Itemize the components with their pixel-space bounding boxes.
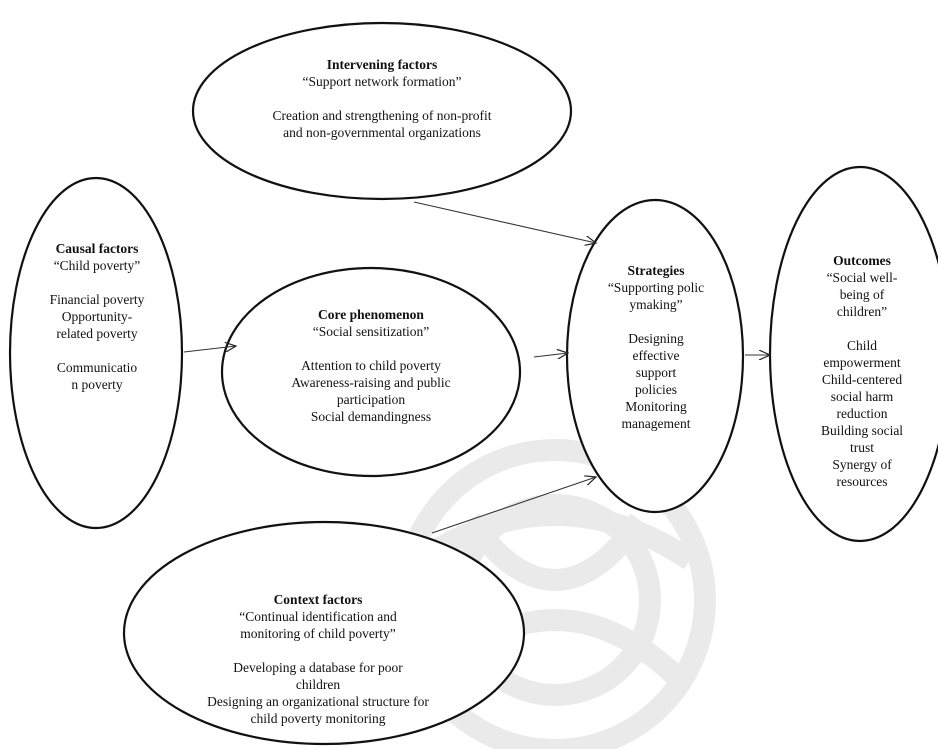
core-title: Core phenomenon (318, 307, 424, 322)
edge-context-strategies (431, 477, 596, 534)
outcomes-item: Building social trust (820, 423, 904, 455)
outcomes-node: Outcomes “Social well-being of children”… (810, 252, 914, 490)
outcomes-title: Outcomes (833, 253, 891, 268)
context-node: Context factors “Continual identificatio… (200, 591, 436, 727)
strategies-item: Designing effective support policies (628, 331, 684, 397)
core-ellipse (220, 266, 522, 478)
context-quote: “Continual identification and monitoring… (239, 609, 397, 641)
outcomes-item: Synergy of resources (832, 457, 892, 489)
edge-intervening-strategies (413, 201, 596, 243)
intervening-node: Intervening factors “Support network for… (262, 56, 502, 141)
core-item: Attention to child poverty (301, 358, 441, 373)
intervening-title: Intervening factors (326, 57, 438, 72)
outcomes-quote: “Social well-being of children” (826, 270, 898, 319)
causal-item: Financial poverty (49, 292, 145, 307)
context-title: Context factors (273, 592, 363, 607)
edge-causal-core (183, 346, 236, 353)
outcomes-item: Child-centered social harm reduction (821, 372, 903, 421)
causal-node: Causal factors “Child poverty” Financial… (44, 240, 150, 393)
causal-item: Opportunity-related poverty (56, 309, 138, 341)
strategies-quote: “Supporting policymaking” (607, 280, 705, 312)
causal-ellipse (8, 176, 184, 530)
intervening-quote: “Support network formation” (302, 74, 462, 89)
edge-core-strategies (533, 353, 568, 357)
context-item: Developing a database for poor children (233, 660, 403, 692)
causal-quote: “Child poverty” (53, 258, 141, 273)
context-item: Designing an organizational structure fo… (207, 694, 429, 726)
causal-item: Communication poverty (56, 360, 138, 392)
core-quote: “Social sensitization” (312, 324, 430, 339)
strategies-node: Strategies “Supporting policymaking” Des… (606, 262, 706, 432)
core-item: Awareness-raising and public participati… (291, 375, 451, 407)
core-node: Core phenomenon “Social sensitization” A… (258, 306, 484, 425)
outcomes-item: Child empowerment (823, 338, 901, 370)
context-ellipse (122, 520, 526, 746)
intervening-ellipse (191, 21, 573, 201)
strategies-item: Monitoring management (621, 399, 691, 431)
causal-title: Causal factors (55, 241, 139, 256)
intervening-items: Creation and strengthening of non-profit… (272, 108, 492, 140)
core-item: Social demandingness (310, 409, 432, 424)
strategies-title: Strategies (627, 263, 685, 278)
